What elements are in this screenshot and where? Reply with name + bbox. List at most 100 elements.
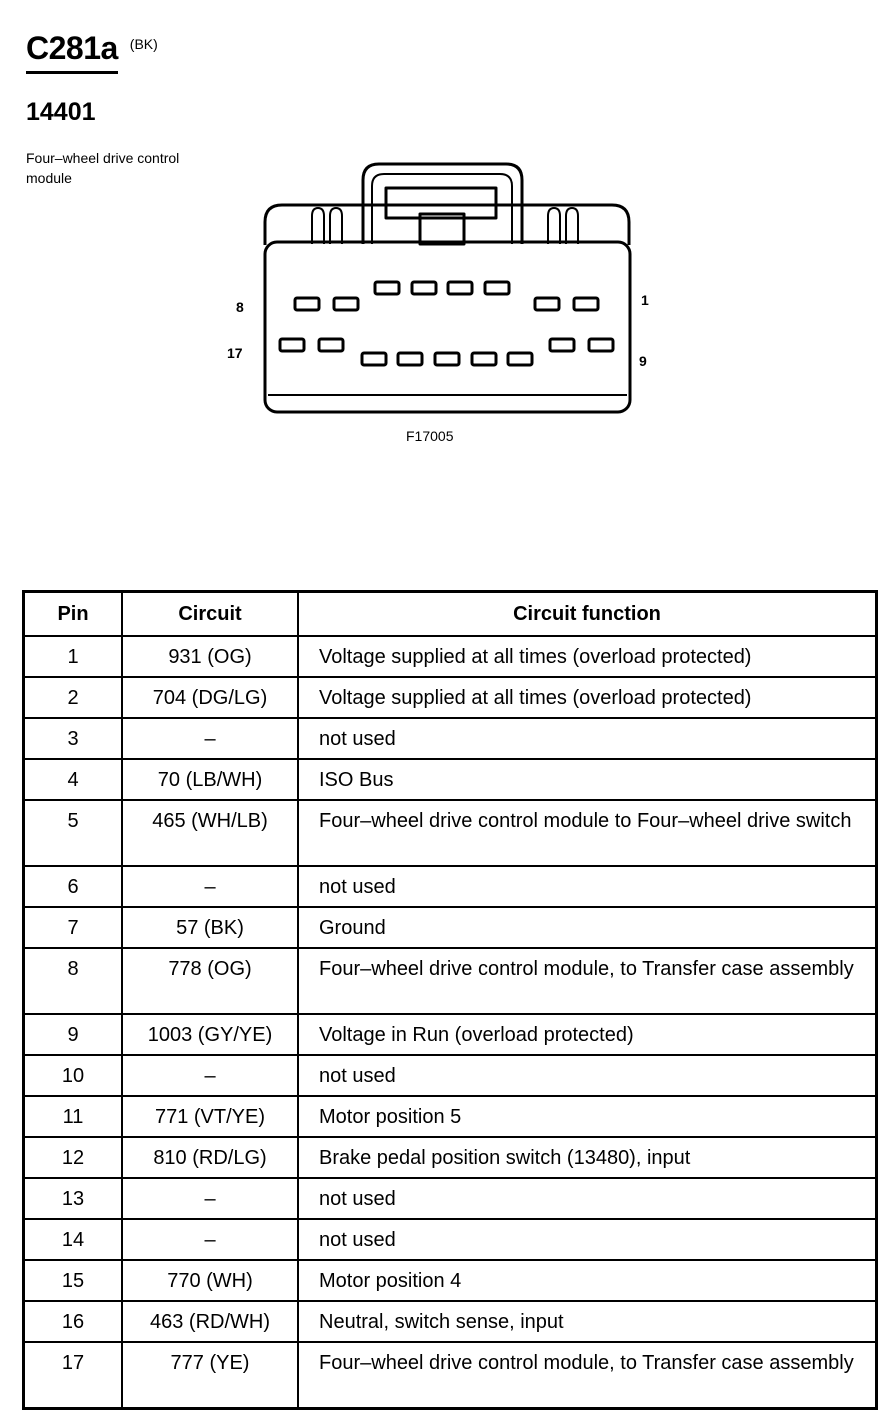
circuit-cell: 777 (YE) — [121, 1341, 299, 1410]
function-cell: Voltage in Run (overload protected) — [297, 1013, 878, 1056]
header-circuit-function: Circuit function — [297, 590, 878, 637]
latch-post — [418, 212, 466, 246]
pin-label-1: 1 — [641, 292, 649, 308]
terminal-pin-7 — [332, 296, 360, 312]
function-cell: Brake pedal position switch (13480), inp… — [297, 1136, 878, 1179]
circuit-cell: 463 (RD/WH) — [121, 1300, 299, 1343]
terminal-pin-13 — [433, 351, 461, 367]
function-cell: not used — [297, 1218, 878, 1261]
circuit-cell: 931 (OG) — [121, 635, 299, 678]
terminal-pin-14 — [396, 351, 424, 367]
right-rib-1 — [547, 207, 561, 244]
circuit-cell: – — [121, 1218, 299, 1261]
left-rib-2 — [329, 207, 343, 244]
table-row: 13 – not used — [22, 1177, 878, 1220]
pin-cell: 4 — [22, 758, 123, 801]
circuit-cell: 778 (OG) — [121, 947, 299, 1015]
terminal-pin-1 — [572, 296, 600, 312]
figure-reference: F17005 — [406, 428, 454, 444]
terminal-pin-11 — [506, 351, 534, 367]
pin-cell: 14 — [22, 1218, 123, 1261]
circuit-cell: – — [121, 717, 299, 760]
pin-cell: 2 — [22, 676, 123, 719]
pin-label-9: 9 — [639, 353, 647, 369]
terminal-pin-6 — [373, 280, 401, 296]
pin-cell: 1 — [22, 635, 123, 678]
function-cell: not used — [297, 1177, 878, 1220]
header-pin: Pin — [22, 590, 123, 637]
function-cell: Motor position 5 — [297, 1095, 878, 1138]
circuit-cell: – — [121, 1177, 299, 1220]
circuit-cell: 70 (LB/WH) — [121, 758, 299, 801]
pin-cell: 9 — [22, 1013, 123, 1056]
connector-color: (BK) — [129, 36, 158, 52]
function-cell: Four–wheel drive control module to Four–… — [297, 799, 878, 867]
circuit-cell: 770 (WH) — [121, 1259, 299, 1302]
circuit-cell: 810 (RD/LG) — [121, 1136, 299, 1179]
table-row: 4 70 (LB/WH) ISO Bus — [22, 758, 878, 801]
component-name: Four–wheel drive control module — [26, 150, 180, 186]
pin-cell: 3 — [22, 717, 123, 760]
pin-label-8: 8 — [236, 299, 244, 315]
function-cell: Motor position 4 — [297, 1259, 878, 1302]
function-cell: Four–wheel drive control module, to Tran… — [297, 947, 878, 1015]
left-rib-1 — [311, 207, 325, 244]
terminal-pin-2 — [533, 296, 561, 312]
terminal-pin-4 — [446, 280, 474, 296]
terminal-pin-3 — [483, 280, 511, 296]
function-cell: Voltage supplied at all times (overload … — [297, 676, 878, 719]
part-number: 14401 — [26, 98, 96, 126]
terminal-pin-9 — [587, 337, 615, 353]
connector-housing — [263, 203, 631, 245]
locking-tab-inner — [371, 173, 513, 244]
pin-cell: 8 — [22, 947, 123, 1015]
circuit-cell: – — [121, 865, 299, 908]
right-rib-2 — [565, 207, 579, 244]
pin-cell: 15 — [22, 1259, 123, 1302]
terminal-pin-15 — [360, 351, 388, 367]
circuit-cell: 57 (BK) — [121, 906, 299, 949]
table-row: 10 – not used — [22, 1054, 878, 1097]
terminal-pin-12 — [470, 351, 498, 367]
table-row: 2 704 (DG/LG) Voltage supplied at all ti… — [22, 676, 878, 719]
locking-tab — [361, 162, 524, 244]
connector-body — [263, 240, 632, 414]
table-row: 17 777 (YE) Four–wheel drive control mod… — [22, 1341, 878, 1410]
pin-cell: 10 — [22, 1054, 123, 1097]
circuit-cell: 1003 (GY/YE) — [121, 1013, 299, 1056]
pin-label-17: 17 — [227, 345, 243, 361]
latch-window — [384, 186, 498, 220]
terminal-pin-10 — [548, 337, 576, 353]
pin-cell: 17 — [22, 1341, 123, 1410]
circuit-cell: 465 (WH/LB) — [121, 799, 299, 867]
table-row: 7 57 (BK) Ground — [22, 906, 878, 949]
table-row: 8 778 (OG) Four–wheel drive control modu… — [22, 947, 878, 1015]
circuit-cell: 771 (VT/YE) — [121, 1095, 299, 1138]
terminal-pin-8 — [293, 296, 321, 312]
function-cell: not used — [297, 717, 878, 760]
function-cell: not used — [297, 1054, 878, 1097]
circuit-cell: 704 (DG/LG) — [121, 676, 299, 719]
function-cell: Ground — [297, 906, 878, 949]
connector-face-diagram — [263, 162, 632, 414]
circuit-cell: – — [121, 1054, 299, 1097]
function-cell: Neutral, switch sense, input — [297, 1300, 878, 1343]
function-cell: ISO Bus — [297, 758, 878, 801]
pinout-table: Pin Circuit Circuit function 1 931 (OG) … — [22, 590, 878, 1410]
connector-id: C281a — [26, 30, 118, 74]
table-row: 5 465 (WH/LB) Four–wheel drive control m… — [22, 799, 878, 867]
connector-title: C281a (BK) — [26, 30, 158, 74]
table-row: 12 810 (RD/LG) Brake pedal position swit… — [22, 1136, 878, 1179]
pin-cell: 6 — [22, 865, 123, 908]
pin-cell: 5 — [22, 799, 123, 867]
terminal-pin-5 — [410, 280, 438, 296]
terminal-pin-16 — [317, 337, 345, 353]
function-cell: not used — [297, 865, 878, 908]
function-cell: Voltage supplied at all times (overload … — [297, 635, 878, 678]
pin-cell: 7 — [22, 906, 123, 949]
table-row: 6 – not used — [22, 865, 878, 908]
table-row: 9 1003 (GY/YE) Voltage in Run (overload … — [22, 1013, 878, 1056]
table-row: 1 931 (OG) Voltage supplied at all times… — [22, 635, 878, 678]
pin-cell: 16 — [22, 1300, 123, 1343]
pin-cell: 12 — [22, 1136, 123, 1179]
